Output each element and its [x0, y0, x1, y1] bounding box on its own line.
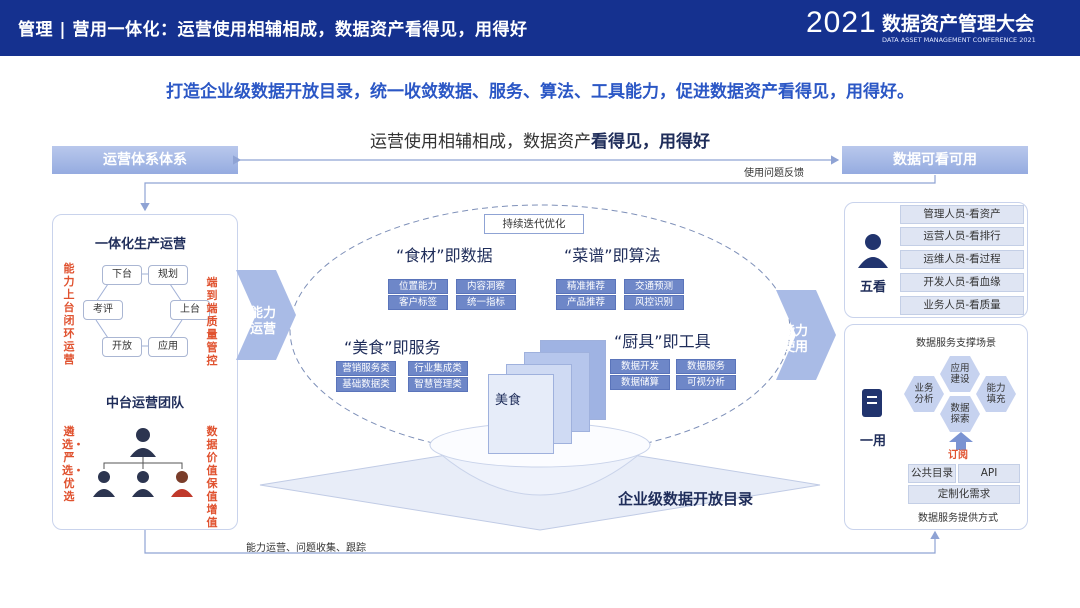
iterate-badge: 持续迭代优化 — [484, 214, 584, 234]
card-chip: 行业集成类 — [408, 361, 468, 376]
card-chip: 智慧管理类 — [408, 377, 468, 392]
bottom-left-vertical-label: 遴选・严选・优选 — [62, 425, 84, 503]
team-title: 中台运营团队 — [106, 396, 185, 411]
bottom-right-vertical-label: 数据价值保值增值 — [206, 425, 218, 529]
card-chip: 数据开发 — [610, 359, 670, 374]
card-chip: 客户标签 — [388, 295, 448, 310]
provide-box: API — [958, 464, 1020, 483]
view-item: 运营人员-看排行 — [900, 227, 1024, 246]
right-section-header: 数据可看可用 — [842, 146, 1028, 174]
card-chip: 可视分析 — [676, 375, 736, 390]
document-icon — [862, 389, 882, 417]
up-arrow — [949, 432, 973, 450]
scene-hex: 业务分析 — [904, 376, 944, 412]
provide-box: 定制化需求 — [908, 485, 1020, 504]
card-title: “食材”即数据 — [396, 246, 493, 265]
right-arrow — [776, 290, 836, 380]
view-item: 管理人员-看资产 — [900, 205, 1024, 224]
ability-operation-label: 能力运营 — [250, 306, 277, 337]
title-bar: 管理 | 营用一体化：运营使用相辅相成，数据资产看得见，用得好 2021 数据资… — [0, 0, 1080, 56]
card-chip: 统一指标 — [456, 295, 516, 310]
card-chip: 交通预测 — [624, 279, 684, 294]
cycle-node: 开放 — [102, 337, 142, 357]
left-panel-title: 一体化生产运营 — [95, 237, 187, 252]
card-title: “厨具”即工具 — [614, 332, 711, 351]
bottom-flow-label: 能力运营、问题收集、跟踪 — [246, 543, 366, 554]
page-subtitle: 打造企业级数据开放目录，统一收敛数据、服务、算法、工具能力，促进数据资产看得见，… — [166, 82, 914, 102]
card-chip: 位置能力 — [388, 279, 448, 294]
card-chip: 数据服务 — [676, 359, 736, 374]
left-vertical-label: 能力上台闭环运营 — [63, 262, 75, 366]
view-item: 业务人员-看质量 — [900, 296, 1024, 315]
person-icon — [858, 234, 888, 268]
card-ingredients: “食材”即数据 位置能力 内容洞察 客户标签 统一指标 — [388, 242, 528, 312]
card-chip: 风控识别 — [624, 295, 684, 310]
cycle-node: 上台 — [170, 300, 210, 320]
card-dishes: “美食”即服务 营销服务类 行业集成类 基础数据类 智慧管理类 — [336, 334, 476, 404]
scene-hex: 能力填充 — [976, 376, 1016, 412]
provide-box: 公共目录 — [908, 464, 956, 483]
view-item: 开发人员-看血缘 — [900, 273, 1024, 292]
scene-hex: 应用建设 — [940, 356, 980, 392]
card-chip: 精准推荐 — [556, 279, 616, 294]
catalog-label: 企业级数据开放目录 — [618, 490, 754, 508]
card-tools: “厨具”即工具 数据开发 数据服务 数据储算 可视分析 — [606, 328, 746, 398]
card-chip: 数据储算 — [610, 375, 670, 390]
right-vertical-label: 端到端质量管控 — [206, 276, 218, 367]
scene-hex: 数据探索 — [940, 396, 980, 432]
center-heading: 运营使用相辅相成，数据资产看得见，用得好 — [370, 132, 710, 152]
order-label: 订阅 — [948, 450, 968, 461]
card-title: “菜谱”即算法 — [564, 246, 661, 265]
five-views-label: 五看 — [860, 280, 887, 295]
card-chip: 营销服务类 — [336, 361, 396, 376]
view-item: 运维人员-看过程 — [900, 250, 1024, 269]
one-use-label: 一用 — [860, 434, 887, 449]
logo-subtitle: DATA ASSET MANAGEMENT CONFERENCE 2021 — [882, 36, 1036, 44]
logo-name: 数据资产管理大会 — [882, 13, 1035, 35]
page-title: 管理 | 营用一体化：运营使用相辅相成，数据资产看得见，用得好 — [18, 20, 528, 40]
left-arrow — [236, 270, 296, 360]
cycle-node: 规划 — [148, 265, 188, 285]
feedback-label: 使用问题反馈 — [744, 168, 804, 179]
logo-year: 2021 — [806, 6, 877, 39]
card-recipes: “菜谱”即算法 精准推荐 交通预测 产品推荐 风控识别 — [556, 242, 696, 312]
layer-dishes: 美食 — [488, 374, 554, 454]
scene-title: 数据服务支撑场景 — [916, 338, 996, 349]
cycle-node: 应用 — [148, 337, 188, 357]
cycle-node: 考评 — [83, 300, 123, 320]
left-section-header: 运营体系体系 — [52, 146, 238, 174]
team-org-chart — [93, 428, 193, 497]
ability-use-label: 能力使用 — [782, 324, 809, 355]
card-chip: 产品推荐 — [556, 295, 616, 310]
card-chip: 基础数据类 — [336, 377, 396, 392]
cycle-node: 下台 — [102, 265, 142, 285]
card-title: “美食”即服务 — [344, 338, 441, 357]
provide-title: 数据服务提供方式 — [918, 513, 998, 524]
card-chip: 内容洞察 — [456, 279, 516, 294]
